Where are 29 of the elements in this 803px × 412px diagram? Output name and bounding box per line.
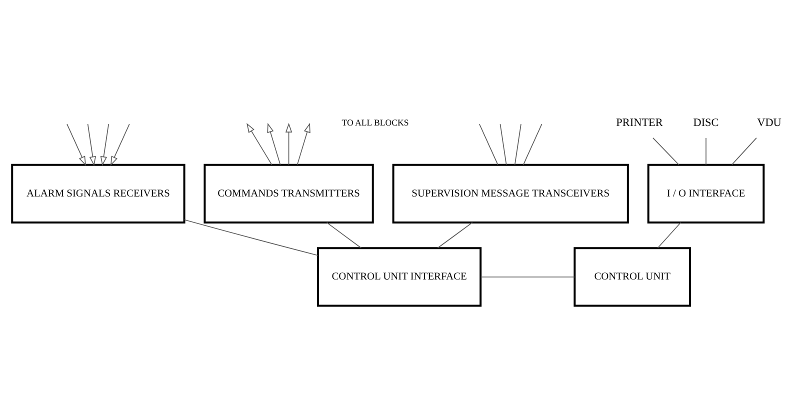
connector <box>652 137 680 165</box>
arrow <box>110 123 130 166</box>
node-box: COMMANDS TRANSMITTERS <box>204 163 374 224</box>
connector <box>522 123 542 165</box>
node-box: SUPERVISION MESSAGE TRANSCEIVERS <box>392 163 629 224</box>
node-box: CONTROL UNIT INTERFACE <box>317 246 482 306</box>
arrow <box>66 123 86 166</box>
connector <box>326 222 362 248</box>
node-text: VDU <box>757 116 782 129</box>
arrow <box>246 122 272 165</box>
node-text: DISC <box>693 116 719 129</box>
label: TO ALL BLOCKS <box>342 116 409 127</box>
connector <box>514 123 522 165</box>
arrow <box>100 123 109 166</box>
connector <box>184 218 318 256</box>
arrow <box>296 122 310 165</box>
arrow <box>267 122 281 165</box>
connector <box>479 123 498 165</box>
node-box: ALARM SIGNALS RECEIVERS <box>11 163 186 224</box>
connector <box>437 222 473 248</box>
connector <box>480 276 575 277</box>
connector <box>657 222 682 248</box>
arrow <box>87 123 96 166</box>
node-text: PRINTER <box>616 116 663 129</box>
connector <box>500 123 507 165</box>
connector <box>731 137 757 165</box>
arrow <box>285 122 292 165</box>
node-box: CONTROL UNIT <box>574 246 691 306</box>
node-box: I / O INTERFACE <box>647 163 765 224</box>
